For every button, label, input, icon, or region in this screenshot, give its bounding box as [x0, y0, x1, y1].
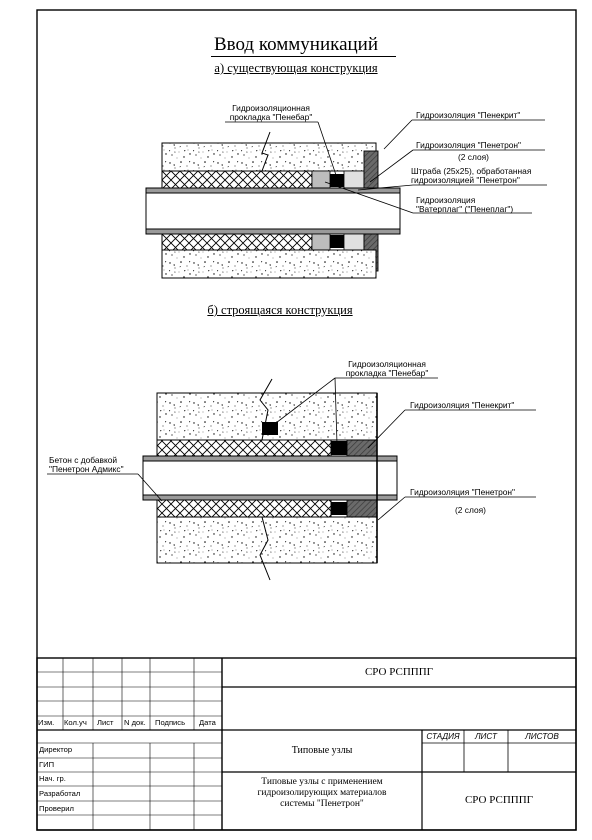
concrete-wall-bottom-b: [156, 516, 378, 564]
concrete-wall-bottom: [161, 249, 377, 279]
role-razrabotal: Разработал: [39, 789, 81, 798]
penebar-block-top: [330, 174, 344, 187]
penecrit-top-b: [346, 439, 378, 457]
sheet-header: ЛИСТ: [474, 732, 498, 741]
sheet-title-line3: системы "Пенетрон": [280, 799, 364, 809]
penebar-block-b3: [331, 502, 347, 515]
sheet-title-line1: Типовые узлы с применением: [261, 777, 383, 787]
label-a-penetron-1: Гидроизоляция "Пенетрон": [416, 140, 522, 150]
section-b-heading: б) строящаяся конструкция: [207, 303, 353, 317]
label-a-shtraba-2: гидроизоляцией "Пенетрон": [411, 175, 520, 185]
section-b-drawing: [47, 377, 536, 581]
label-a-shtraba-1: Штраба (25х25), обработанная: [411, 166, 532, 176]
label-b-concrete-1: Бетон с добавкой: [49, 455, 118, 465]
title-block-grid: [36, 657, 577, 831]
role-nach-gr: Нач. гр.: [39, 774, 66, 783]
role-proveril: Проверил: [39, 804, 74, 813]
pipe-wall-top-b: [142, 455, 398, 462]
penecrit-top: [363, 150, 379, 189]
stage-header: СТАДИЯ: [426, 732, 460, 741]
penebar-layer-top: [161, 170, 313, 189]
penebar-block-b1: [262, 422, 278, 435]
title-underline: [211, 56, 396, 57]
label-b-penebar-1: Гидроизоляционная: [348, 359, 426, 369]
pipe-wall-bottom-b: [142, 494, 398, 501]
label-b-penetron-2: (2 слоя): [455, 505, 486, 515]
label-b-penetron-1: Гидроизоляция "Пенетрон": [410, 487, 516, 497]
col-izm: Изм.: [38, 718, 55, 727]
label-a-penecrit: Гидроизоляция "Пенекрит": [416, 110, 521, 120]
pipe-b: [142, 460, 398, 496]
label-b-penebar-2: прокладка "Пенебар": [345, 368, 429, 378]
org-name-bottom: СРО РСПППГ: [464, 794, 534, 806]
penebar-block-bottom: [330, 235, 344, 248]
label-a-waterplug-1: Гидроизоляция: [416, 195, 476, 205]
col-kol-uch: Кол.уч: [64, 718, 87, 727]
col-data: Дата: [199, 718, 216, 727]
org-name-top: СРО РСПППГ: [364, 666, 434, 678]
penebar-layer-top-b: [156, 439, 332, 457]
shtraba-top: [343, 170, 365, 189]
col-list: Лист: [97, 718, 114, 727]
sheet-title-line2: гидроизолирующих материалов: [257, 788, 387, 798]
label-a-waterplug-2: "Ватерплаг" ("Пенеплаг"): [416, 204, 514, 214]
label-b-concrete-2: "Пенетрон Адмикс": [49, 464, 124, 474]
pipe-wall-bottom: [145, 228, 401, 235]
col-podpis: Подпись: [155, 718, 186, 727]
label-a-penebar-2: прокладка "Пенебар": [229, 112, 313, 122]
role-gip: ГИП: [39, 760, 55, 769]
pipe-wall-top: [145, 187, 401, 194]
shtraba-bottom: [343, 233, 365, 251]
project-name: Типовые узлы: [291, 745, 353, 756]
sheets-header: ЛИСТОВ: [525, 732, 559, 741]
label-a-penetron-2: (2 слоя): [458, 152, 489, 162]
penebar-layer-bottom-b: [156, 499, 332, 518]
label-a-penebar-1: Гидроизоляционная: [232, 103, 310, 113]
role-director: Директор: [39, 745, 73, 754]
label-b-penecrit: Гидроизоляция "Пенекрит": [410, 400, 515, 410]
concrete-wall-top: [161, 142, 377, 172]
penecrit-bottom-b: [346, 499, 378, 518]
col-n-dok: N док.: [124, 718, 146, 727]
penebar-layer-bottom: [161, 233, 313, 251]
penebar-block-b2: [331, 441, 347, 455]
section-a-heading: а) существующая конструкция: [214, 61, 378, 75]
pipe: [145, 192, 401, 230]
page-title: Ввод коммуникаций: [213, 34, 379, 55]
section-a-drawing: [145, 119, 547, 279]
waterplug-grey-bottom: [311, 233, 331, 251]
waterplug-grey-top: [311, 170, 331, 189]
